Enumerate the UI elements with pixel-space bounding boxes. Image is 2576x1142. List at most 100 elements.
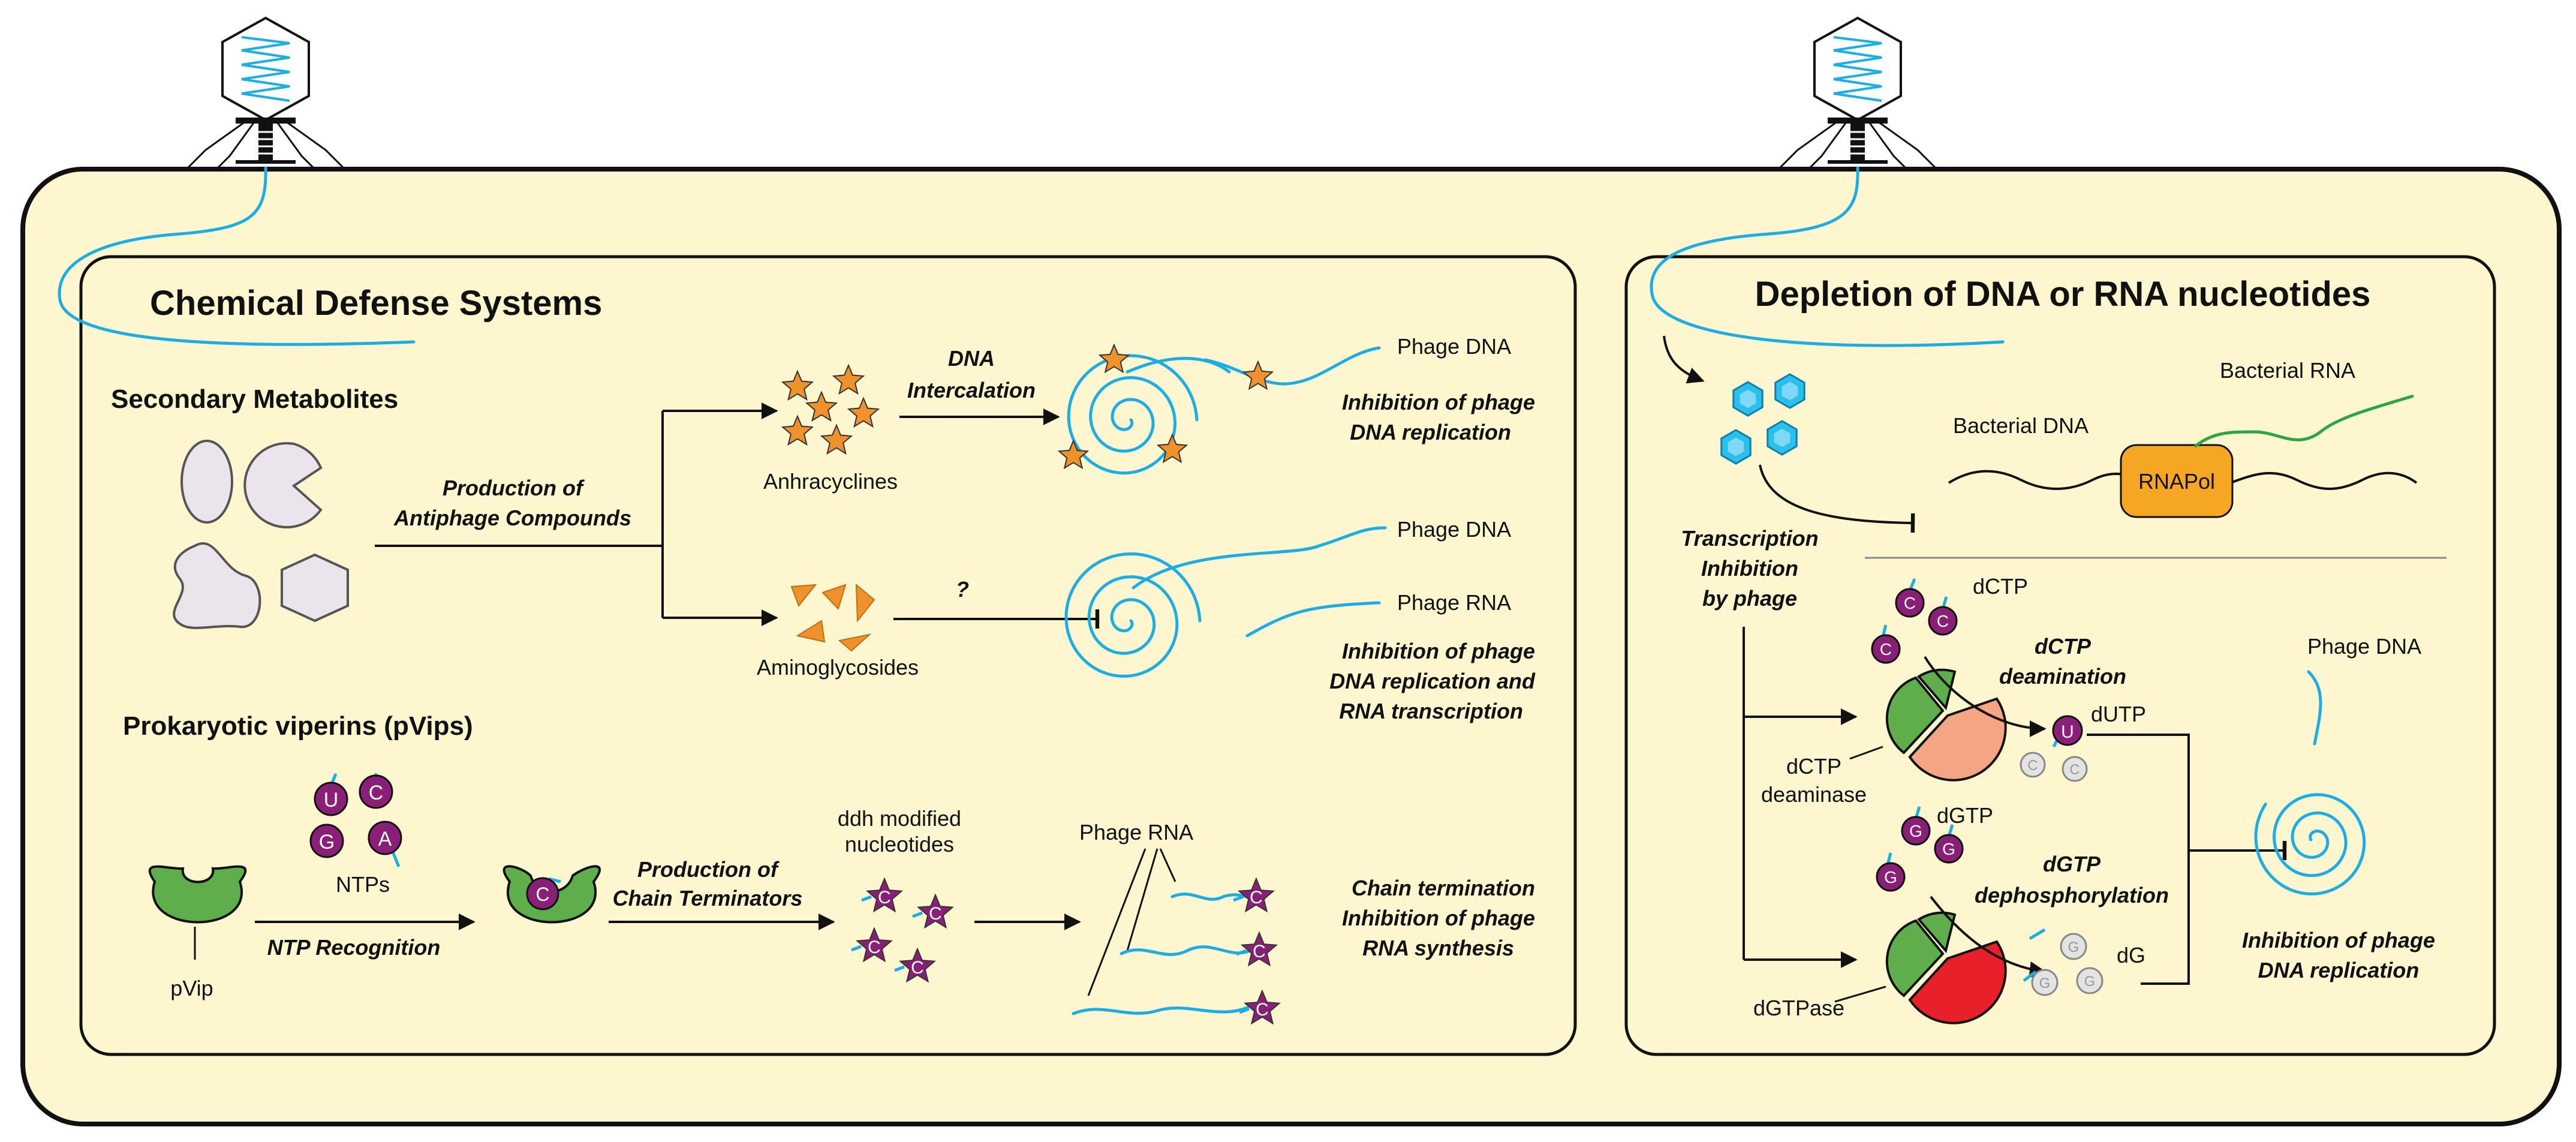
phage-dna-label-right: Phage DNA (2307, 634, 2421, 659)
inhibition-b-line2: DNA replication and (1329, 669, 1536, 693)
inhibition-b-line1: Inhibition of phage (1342, 639, 1535, 663)
dgtp-dephos-label-2: dephosphorylation (1975, 883, 2169, 907)
bacterial-rna-label: Bacterial RNA (2220, 358, 2355, 383)
phage-dna-label-a: Phage DNA (1397, 334, 1511, 359)
nucleotide (1895, 588, 1925, 618)
injected-phage-dna-right (1650, 166, 2005, 347)
star-letter: C (929, 904, 942, 924)
dctp-deaminase-label-2: deaminase (1761, 782, 1867, 807)
phage-dna-label-b: Phage DNA (1397, 517, 1511, 542)
nucleotide-linker (851, 945, 862, 952)
dgtp-dephos-label-1: dGTP (2043, 852, 2101, 876)
ntp-letter-g: G (319, 831, 335, 854)
anthracycline-star (847, 396, 880, 428)
ddh-star (866, 877, 903, 913)
dctp-label: dCTP (1973, 574, 2028, 599)
nucleotide (1901, 816, 1931, 846)
rna-polymerase-lines (1087, 848, 1176, 996)
phage-dna-head-a (1126, 357, 1231, 374)
intercalated-star (1057, 439, 1090, 470)
phage-dna-tail-a (1203, 346, 1381, 386)
pvip-enzyme (149, 865, 247, 960)
nucleotide-letter: G (1909, 822, 1922, 840)
nucleotide-linker (1233, 895, 1244, 902)
star-letter: C (1256, 1000, 1269, 1020)
dctp-molecules: CCC (1871, 578, 1958, 664)
dctp-deamination-arrow (1924, 656, 2047, 737)
chain-term-line1: Chain termination (1352, 876, 1535, 900)
hexagon-entry-arrow (1663, 335, 1705, 384)
nucleotide (1876, 862, 1906, 892)
aminoglycosides-label: Aminoglycosides (757, 655, 919, 680)
nucleotide-linker (912, 911, 923, 918)
anthracycline-star (832, 363, 865, 395)
nucleotide-letter: C (1880, 640, 1892, 659)
anthracycline-star (781, 369, 814, 401)
ddh-label-2: nucleotides (845, 832, 954, 856)
nucleotide-linker (1236, 949, 1247, 956)
transcription-inhibition-tee (1759, 464, 1915, 533)
phage-rna-strand-b (1245, 601, 1381, 638)
anthracycline-star (781, 414, 814, 446)
intercalated-stars (1057, 343, 1274, 470)
dgtpase-label: dGTPase (1753, 996, 1844, 1020)
dna-intercalation-label-1: DNA (948, 346, 995, 371)
byproduct-letter: G (2039, 975, 2051, 991)
dgtp-molecules: GGG (1876, 806, 1964, 892)
pvip-label: pVip (170, 976, 213, 1000)
star-letter: C (868, 937, 881, 957)
metabolite-shapes (173, 440, 349, 629)
ddh-label-1: ddh modified (838, 806, 961, 831)
terminator-star (1244, 989, 1281, 1025)
intercalated-star (1156, 433, 1188, 464)
dgtpase-enzyme (1885, 911, 2007, 1024)
right-inhibition-line1: Inhibition of phage (2242, 928, 2435, 952)
star-letter: C (1250, 888, 1263, 907)
right-panel-title: Depletion of DNA or RNA nucleotides (1755, 275, 2371, 314)
anthracyclines-label: Anhracyclines (763, 469, 898, 494)
star-letter: C (911, 958, 924, 978)
ddh-star (856, 927, 893, 963)
question-mark: ? (956, 577, 969, 602)
hexagon-core (1728, 437, 1744, 456)
nucleotide-linker (894, 965, 905, 972)
chain-term-line2: Inhibition of phage (1342, 906, 1535, 930)
right-inhibition-line2: DNA replication (2258, 958, 2419, 982)
terminator-stars: CCC (1233, 877, 1281, 1025)
star-letter: C (878, 888, 891, 907)
bacterial-dna-label: Bacterial DNA (1953, 413, 2089, 438)
left-panel (79, 255, 1577, 1056)
bacterial-dna-strand (1948, 470, 2135, 490)
transcription-label-3: by phage (1702, 586, 1797, 611)
viperins-heading: Prokaryotic viperins (pVips) (123, 711, 473, 741)
production-label-1: Production of (443, 476, 585, 500)
anthracycline-star (820, 423, 853, 455)
convergence-bracket (2087, 734, 2190, 985)
dctp-deaminase-enzyme (1885, 668, 2007, 782)
dctp-deam-label-2: deamination (1999, 664, 2126, 689)
nucleotide (1934, 834, 1964, 864)
phage-dna-tail-right (2307, 670, 2322, 746)
byproduct-letter: G (2084, 973, 2096, 990)
ddh-star (917, 893, 954, 929)
phage-dna-spiral-b (1064, 552, 1202, 678)
nucleotide (1928, 606, 1958, 636)
bacterial-dna-strand-right (2230, 471, 2418, 490)
deaminated-byproducts (2020, 752, 2088, 782)
dutp-letter: U (2061, 722, 2074, 742)
phage-dna-spiral-right (2254, 793, 2366, 895)
chain-prod-label-2: Chain Terminators (613, 886, 803, 910)
phage-left (186, 16, 345, 169)
phage-dna-strand-b (1131, 526, 1387, 590)
terminator-star (1238, 877, 1275, 913)
dg-products (2023, 928, 2103, 996)
chain-term-line3: RNA synthesis (1362, 936, 1514, 960)
byproduct-letter: G (2068, 939, 2080, 955)
nucleotide-letter: C (1937, 612, 1949, 630)
nucleotide-linker (1239, 1007, 1250, 1014)
dctp-deam-label-1: dCTP (2035, 634, 2092, 659)
dna-intercalation-label-2: Intercalation (907, 378, 1036, 402)
nucleotide-linker (861, 895, 872, 902)
inhibition-b-line3: RNA transcription (1339, 699, 1523, 723)
